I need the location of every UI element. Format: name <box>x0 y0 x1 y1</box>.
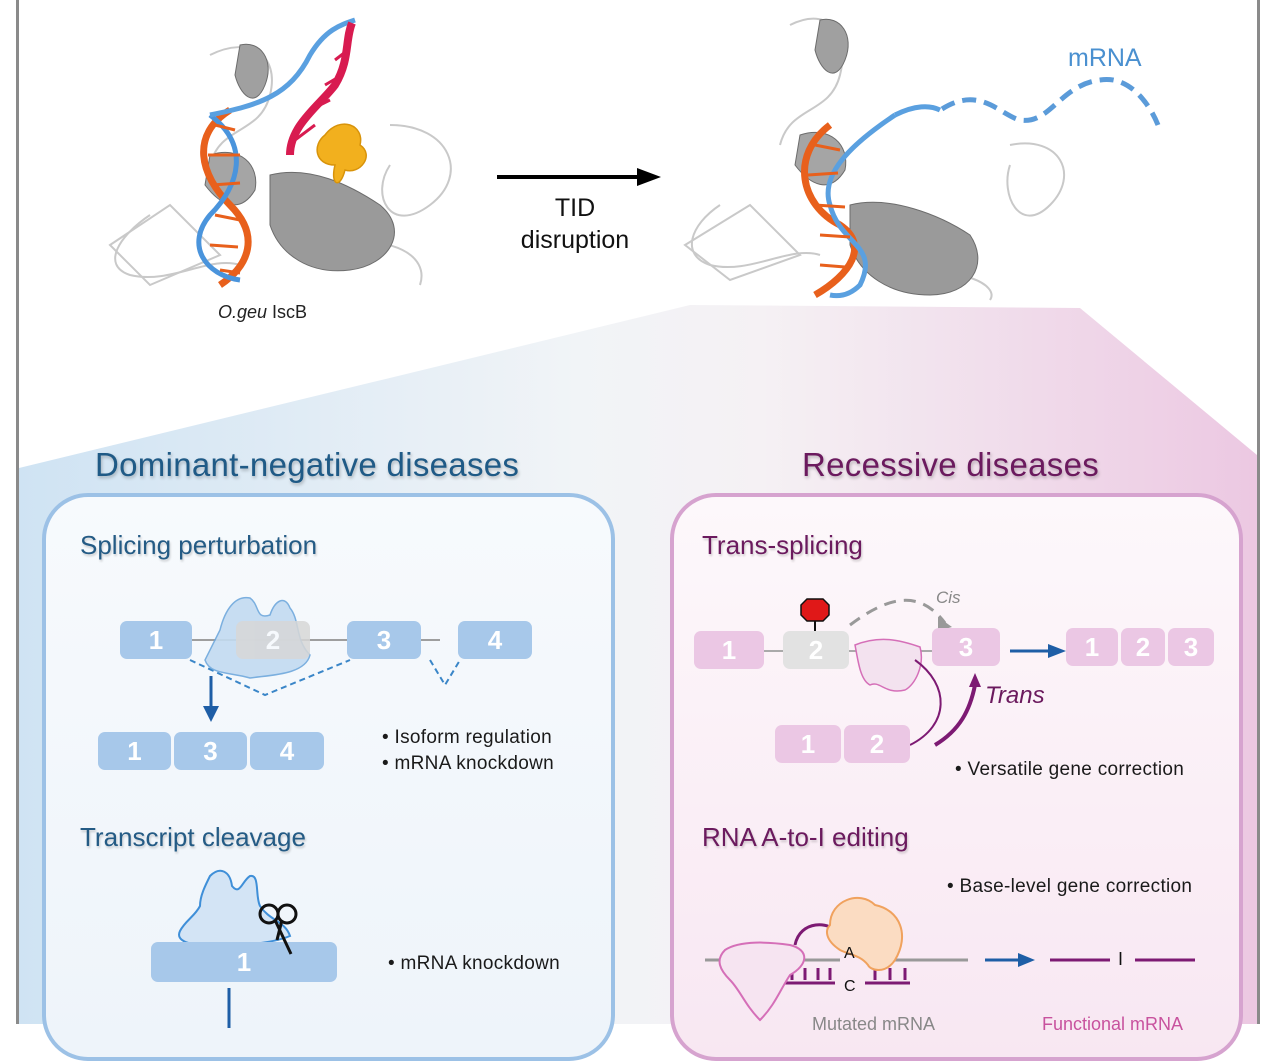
iscb-protein-icon <box>854 638 922 692</box>
transcript-cleavage-title: Transcript cleavage <box>80 822 306 852</box>
iscb-mrna-structure-icon <box>683 17 1161 301</box>
recessive-title: Recessive diseases <box>802 446 1100 483</box>
trans-splicing-bullets: • Versatile gene correction <box>955 759 1185 780</box>
iscb-protein-icon <box>718 941 806 1022</box>
exon-2-skipped: 2 <box>236 621 310 659</box>
base-a-label: A <box>844 945 855 962</box>
frame-border-left <box>16 0 19 1024</box>
pre-exon-3: 3 <box>932 628 1000 666</box>
dominant-negative-panel <box>42 493 615 1061</box>
exon-3: 3 <box>347 621 421 659</box>
iscb-structure-icon <box>108 17 452 288</box>
down-arrow-icon <box>227 988 231 1028</box>
mutated-mrna-label: Mutated mRNA <box>812 1014 936 1034</box>
rna-editing-title: RNA A-to-I editing <box>702 822 909 852</box>
exon-1: 1 <box>120 621 192 659</box>
spliced-exon-4: 4 <box>250 732 324 770</box>
pre-exon-1: 1 <box>694 631 764 669</box>
spliced-exon-1: 1 <box>98 732 171 770</box>
trans-label: Trans <box>985 682 1045 709</box>
cleaved-exon-1: 1 <box>151 942 337 982</box>
splicing-perturbation-title: Splicing perturbation <box>80 530 318 560</box>
mrna-label: mRNA <box>1068 44 1142 72</box>
trans-splicing-title: Trans-splicing <box>702 530 863 560</box>
product-exon-2: 2 <box>1121 628 1165 666</box>
product-exon-1: 1 <box>1066 628 1118 666</box>
down-arrow-icon <box>203 676 219 722</box>
scissors-icon <box>258 903 298 955</box>
tid-disruption-label: TID disruption <box>520 194 630 254</box>
right-arrow-icon <box>497 168 661 186</box>
spliced-exon-3: 3 <box>174 732 247 770</box>
trans-splicing-diagram <box>760 598 1066 747</box>
stop-sign-icon <box>800 598 830 622</box>
base-i-label: I <box>1118 949 1124 969</box>
donor-exon-2: 2 <box>844 725 910 763</box>
functional-mrna-label: Functional mRNA <box>1042 1014 1184 1034</box>
product-exon-3: 3 <box>1168 628 1214 666</box>
frame-border-right <box>1257 0 1260 1024</box>
iscb-caption: O.geu IscB <box>218 302 308 322</box>
editing-bullets: • Base-level gene correction <box>947 876 1193 897</box>
splicing-bullets: • Isoform regulation • mRNA knockdown <box>382 727 554 774</box>
cis-label: Cis <box>936 588 961 607</box>
dominant-negative-title: Dominant-negative diseases <box>95 446 520 483</box>
cleavage-bullets: • mRNA knockdown <box>388 953 560 974</box>
iscb-protein-icon <box>178 869 292 946</box>
base-c-label: C <box>844 978 856 995</box>
pre-exon-2-mutated: 2 <box>783 631 849 669</box>
donor-exon-1: 1 <box>775 725 841 763</box>
a-to-i-editing-diagram <box>705 896 1195 1022</box>
exon-4: 4 <box>458 621 532 659</box>
adar-enzyme-icon <box>826 896 904 971</box>
